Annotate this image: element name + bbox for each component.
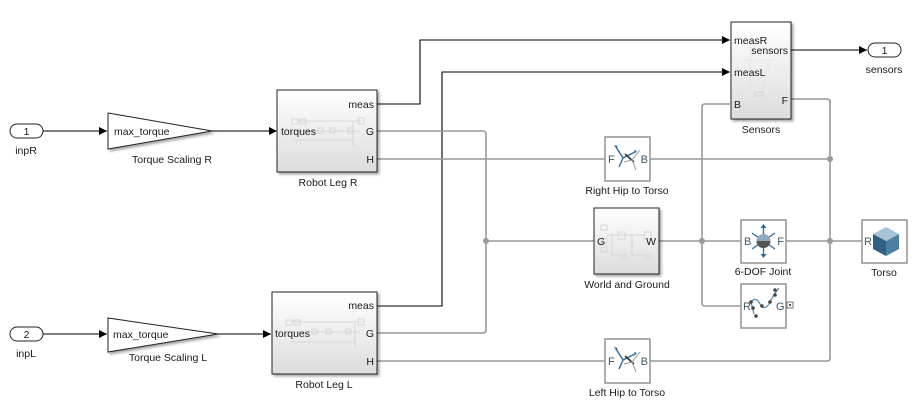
block-left-hip-to-torso[interactable]: F B Left Hip to Torso — [589, 338, 665, 399]
gain-torque-scaling-l[interactable]: max_torque Torque Scaling L — [107, 317, 219, 364]
port-label-B: B — [734, 99, 741, 111]
inport-inpR[interactable]: 1 inpR — [9, 123, 44, 157]
port-label-G: G — [366, 126, 374, 138]
block-label: 6-DOF Joint — [735, 266, 792, 278]
conn-sensors-F[interactable] — [791, 98, 831, 103]
port-label-torques: torques — [275, 328, 310, 340]
port-label-W: W — [646, 236, 656, 248]
port-label-F: F — [608, 356, 615, 368]
block-right-hip-to-torso[interactable]: F B Right Hip to Torso — [585, 136, 669, 197]
subsystem-preview — [285, 318, 365, 347]
subsystem-world-and-ground[interactable]: G W World and Ground — [584, 207, 670, 291]
junction-dot — [699, 238, 705, 244]
subsystem-robot-leg-r[interactable]: torques meas G H Robot Leg R — [276, 89, 378, 189]
conn-legL-G[interactable] — [377, 241, 487, 334]
block-label: Torso — [871, 267, 897, 279]
port-label-G: G — [597, 236, 605, 248]
inport-inpL[interactable]: 2 inpL — [9, 326, 44, 360]
port-label-torques: torques — [281, 126, 316, 138]
port-label-sensors: sensors — [751, 45, 788, 57]
gain-value: max_torque — [113, 329, 169, 341]
outport-label: sensors — [866, 64, 903, 76]
block-label: Sensors — [742, 124, 781, 136]
solid-cube-icon — [873, 227, 899, 256]
port-label-H: H — [366, 154, 374, 166]
physical-lines — [377, 98, 862, 362]
subsystem-preview — [745, 47, 775, 97]
block-label: Left Hip to Torso — [589, 387, 665, 399]
outport-sensors[interactable]: 1 sensors — [866, 42, 903, 76]
gain-torque-scaling-r[interactable]: max_torque Torque Scaling R — [107, 112, 212, 166]
line-legL-meas-to-sensors-measL[interactable] — [377, 68, 730, 307]
inport-label: inpL — [16, 348, 36, 360]
inport-number: 2 — [24, 329, 30, 341]
6dof-joint-icon — [751, 224, 776, 258]
rigid-transform-icon — [614, 347, 641, 373]
junction-dot — [827, 156, 833, 162]
conn-legR-G[interactable] — [377, 130, 487, 241]
signal-lines — [43, 36, 867, 338]
port-label-B: B — [641, 356, 648, 368]
inport-label: inpR — [15, 145, 37, 157]
gain-value: max_torque — [114, 126, 170, 138]
port-label-measR: measR — [734, 35, 768, 47]
subsystem-robot-leg-l[interactable]: torques meas G H Robot Leg L — [271, 291, 378, 391]
junction-dot — [827, 238, 833, 244]
port-label-meas: meas — [348, 99, 374, 111]
block-label: Robot Leg R — [299, 177, 358, 189]
port-label-F: F — [608, 154, 615, 166]
port-label-G: G — [366, 328, 374, 340]
port-label-meas: meas — [348, 300, 374, 312]
outport-number: 1 — [882, 45, 888, 57]
conn-sensors-B-bus[interactable] — [701, 103, 741, 307]
port-label-F: F — [777, 236, 784, 248]
port-label-measL: measL — [734, 67, 766, 79]
port-label-F: F — [782, 95, 788, 107]
subsystem-preview — [600, 224, 652, 259]
block-label: Right Hip to Torso — [585, 185, 668, 197]
line-legR-meas-to-sensors-measR[interactable] — [377, 36, 730, 105]
rigid-transform-icon — [614, 145, 641, 171]
block-torso[interactable]: R Torso — [861, 219, 908, 279]
block-label: World and Ground — [584, 279, 670, 291]
block-label: Robot Leg L — [295, 379, 352, 391]
gain-label: Torque Scaling R — [132, 154, 212, 166]
port-label-B: B — [641, 154, 648, 166]
port-label-R: R — [864, 236, 872, 248]
gain-label: Torque Scaling L — [129, 352, 207, 364]
junction-dot — [483, 238, 489, 244]
block-transform-sensor[interactable]: R G — [740, 283, 794, 329]
port-label-R: R — [743, 301, 751, 313]
inport-number: 1 — [24, 126, 30, 138]
port-label-H: H — [366, 356, 374, 368]
transform-sensor-icon — [749, 287, 780, 318]
block-6dof-joint[interactable]: B F 6-DOF Joint — [735, 219, 792, 278]
port-label-B: B — [744, 236, 751, 248]
conn-left-hip-B[interactable] — [650, 100, 831, 362]
subsystem-sensors[interactable]: measR measL sensors B F Sensors — [730, 21, 792, 136]
port-label-G: G — [776, 301, 785, 313]
subsystem-preview — [291, 117, 365, 146]
